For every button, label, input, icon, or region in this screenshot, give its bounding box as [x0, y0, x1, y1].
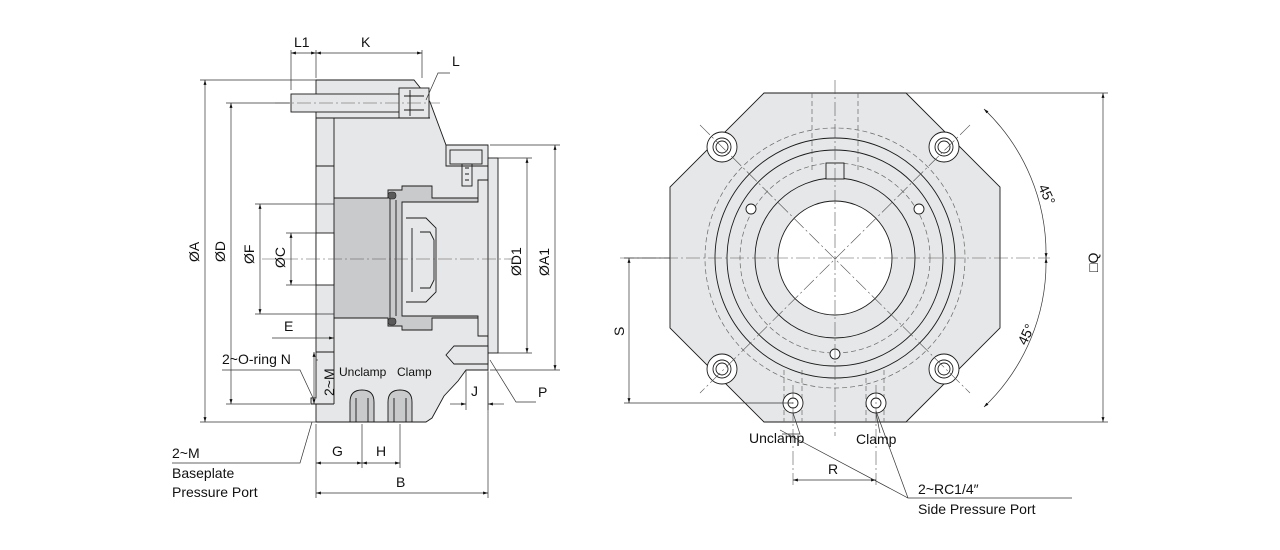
- dim-D1: ØD1: [508, 247, 524, 276]
- port-unclamp-side: [349, 389, 375, 423]
- dim-F: ØF: [241, 245, 257, 264]
- side-labels: L1 K L ØA ØD ØF ØC ØD1 ØA1 E 2~O-ring N …: [172, 34, 552, 500]
- front-dimensions: [624, 92, 1108, 499]
- dim-C: ØC: [272, 247, 288, 268]
- label-baseplate-1: 2~M: [172, 445, 200, 461]
- dim-P: P: [538, 384, 547, 400]
- dim-R: R: [828, 461, 838, 477]
- dim-A1: ØA1: [536, 248, 552, 276]
- dim-L: L: [452, 53, 460, 69]
- label-clamp-front: Clamp: [856, 431, 897, 447]
- dim-J: J: [471, 383, 478, 399]
- side-flange: [487, 157, 499, 354]
- dim-angle-bottom: 45°: [1014, 321, 1037, 347]
- label-clamp-side: Clamp: [397, 365, 432, 379]
- bolt-hole-bl: [706, 353, 738, 385]
- dim-Q: □Q: [1085, 253, 1101, 272]
- dim-H: H: [376, 443, 386, 459]
- dim-G: G: [332, 443, 343, 459]
- side-collet: [401, 179, 497, 337]
- label-oring: 2~O-ring N: [222, 351, 291, 367]
- dim-M: 2~M: [321, 368, 337, 396]
- dim-E: E: [284, 318, 293, 334]
- dim-S: S: [611, 327, 627, 336]
- label-side-port-2: Side Pressure Port: [918, 501, 1036, 517]
- bolt-hole-tr: [928, 131, 960, 163]
- label-baseplate-2: Baseplate: [172, 465, 234, 481]
- dim-angle-top: 45°: [1035, 182, 1058, 208]
- dim-D: ØD: [212, 241, 228, 262]
- label-baseplate-3: Pressure Port: [172, 484, 258, 500]
- dim-K: K: [361, 34, 371, 50]
- label-unclamp-front: Unclamp: [749, 430, 804, 446]
- seal-top: [387, 191, 397, 200]
- side-dimensions: [172, 50, 560, 498]
- dim-B: B: [396, 474, 405, 490]
- label-unclamp-side: Unclamp: [339, 365, 387, 379]
- seal-bottom: [387, 317, 397, 326]
- front-view: [620, 80, 1050, 485]
- label-side-port-1: 2~RC1/4″: [918, 481, 979, 497]
- side-view: [262, 79, 514, 423]
- bolt-hole-br: [928, 353, 960, 385]
- dim-L1: L1: [294, 34, 310, 50]
- port-clamp-side: [387, 389, 413, 423]
- dim-A: ØA: [186, 241, 202, 262]
